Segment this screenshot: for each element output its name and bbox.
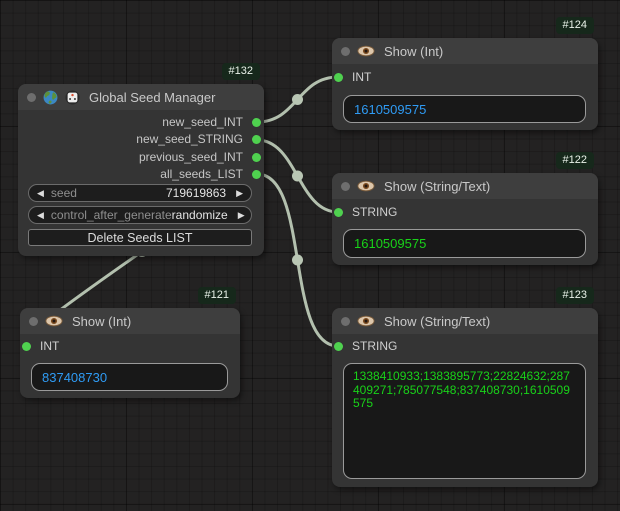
input-dot-icon[interactable] xyxy=(334,341,343,351)
widget-label: seed xyxy=(50,186,77,200)
output-dot-icon[interactable] xyxy=(252,134,261,144)
node-title: Global Seed Manager xyxy=(89,89,216,105)
input-dot-icon[interactable] xyxy=(22,341,31,351)
string-list-text: 1338410933;1383895773;22824632;287409271… xyxy=(353,369,570,410)
input-slot-string[interactable]: STRING xyxy=(334,205,397,219)
link-midpoint-dot[interactable] xyxy=(292,254,303,266)
output-slot-new-seed-string[interactable]: new_seed_STRING xyxy=(136,132,261,146)
output-dot-icon[interactable] xyxy=(252,152,261,162)
decrement-arrow-icon[interactable]: ◀ xyxy=(37,187,44,198)
input-dot-icon[interactable] xyxy=(334,72,343,82)
node-show-string-122[interactable]: #122 Show (String/Text) STRING 161050957… xyxy=(332,152,598,265)
output-label: new_seed_STRING xyxy=(136,132,243,146)
output-slot-all-seeds-list[interactable]: all_seeds_LIST xyxy=(160,167,261,181)
eye-icon xyxy=(45,315,63,327)
int-value-text: 1610509575 xyxy=(354,101,427,117)
int-value-display[interactable]: 1610509575 xyxy=(343,95,586,123)
string-list-display[interactable]: 1338410933;1383895773;22824632;287409271… xyxy=(343,363,586,479)
node-show-string-123[interactable]: #123 Show (String/Text) STRING 133841093… xyxy=(332,287,598,487)
eye-icon xyxy=(357,315,375,327)
output-dot-icon[interactable] xyxy=(252,117,261,127)
node-id-badge: #132 xyxy=(221,63,260,80)
input-slot-int[interactable]: INT xyxy=(334,70,371,84)
node-show-int-124[interactable]: #124 Show (Int) INT 1610509575 xyxy=(332,17,598,130)
node-title: Show (String/Text) xyxy=(384,178,491,194)
node-id-badge: #121 xyxy=(197,287,236,304)
string-value-display[interactable]: 1610509575 xyxy=(343,229,586,258)
eye-icon xyxy=(357,180,375,192)
prev-option-arrow-icon[interactable]: ◀ xyxy=(37,209,44,220)
node-global-seed-manager[interactable]: #132 Global Seed Manager new_seed_INT ne… xyxy=(18,63,264,256)
input-label: INT xyxy=(40,339,60,353)
collapse-toggle[interactable] xyxy=(341,46,350,56)
seed-widget[interactable]: ◀ seed 719619863 ▶ xyxy=(28,184,252,202)
node-titlebar[interactable]: Show (String/Text) xyxy=(332,173,598,199)
next-option-arrow-icon[interactable]: ▶ xyxy=(237,209,245,220)
input-slot-int[interactable]: INT xyxy=(22,339,59,353)
output-slot-previous-seed-int[interactable]: previous_seed_INT xyxy=(139,150,261,164)
input-slot-string[interactable]: STRING xyxy=(334,339,397,353)
eye-icon xyxy=(357,45,375,57)
node-id-badge: #122 xyxy=(555,152,594,169)
collapse-toggle[interactable] xyxy=(29,316,38,326)
node-titlebar[interactable]: Show (String/Text) xyxy=(332,308,598,334)
widget-label: control_after_generate xyxy=(50,208,172,222)
output-dot-icon[interactable] xyxy=(252,169,261,179)
string-value-text: 1610509575 xyxy=(354,236,427,251)
widget-value[interactable]: randomize xyxy=(171,208,228,222)
input-label: STRING xyxy=(352,339,398,353)
node-show-int-121[interactable]: #121 Show (Int) INT 837408730 xyxy=(20,287,240,398)
link-midpoint-dot[interactable] xyxy=(292,94,303,105)
input-label: INT xyxy=(352,70,372,84)
collapse-toggle[interactable] xyxy=(27,92,36,102)
globe-icon xyxy=(43,90,58,105)
widget-value[interactable]: 719619863 xyxy=(166,186,227,200)
dice-icon xyxy=(65,89,80,105)
int-value-text: 837408730 xyxy=(42,369,108,385)
node-title: Show (Int) xyxy=(72,313,132,329)
increment-arrow-icon[interactable]: ▶ xyxy=(236,187,243,198)
input-dot-icon[interactable] xyxy=(334,207,343,217)
node-titlebar[interactable]: Global Seed Manager xyxy=(18,84,264,110)
node-titlebar[interactable]: Show (Int) xyxy=(332,38,598,64)
node-id-badge: #124 xyxy=(555,17,594,34)
output-label: all_seeds_LIST xyxy=(160,167,243,181)
node-title: Show (Int) xyxy=(384,43,444,59)
delete-seeds-list-button[interactable]: Delete Seeds LIST xyxy=(28,229,252,246)
input-label: STRING xyxy=(352,205,398,219)
collapse-toggle[interactable] xyxy=(341,181,350,191)
control-after-generate-widget[interactable]: ◀ control_after_generate randomize ▶ xyxy=(28,206,252,224)
link-midpoint-dot[interactable] xyxy=(292,170,303,182)
output-label: new_seed_INT xyxy=(162,115,243,129)
node-id-badge: #123 xyxy=(555,287,594,304)
int-value-display[interactable]: 837408730 xyxy=(31,363,228,391)
collapse-toggle[interactable] xyxy=(341,316,350,326)
node-titlebar[interactable]: Show (Int) xyxy=(20,308,240,334)
output-slot-new-seed-int[interactable]: new_seed_INT xyxy=(162,115,261,129)
output-label: previous_seed_INT xyxy=(138,150,243,164)
node-title: Show (String/Text) xyxy=(384,313,491,329)
